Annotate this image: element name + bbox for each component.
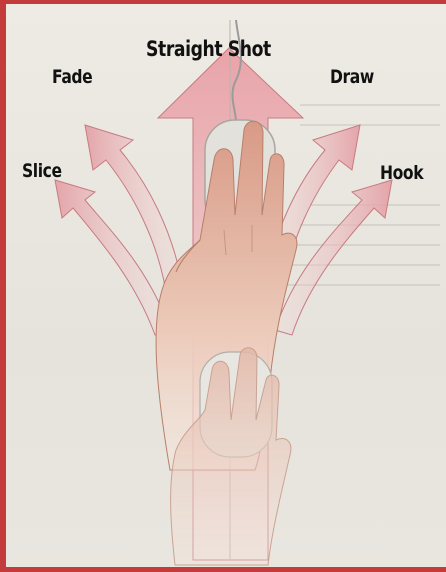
fade-label: Fade xyxy=(52,66,92,88)
hook-label: Hook xyxy=(380,162,423,184)
slice-label: Slice xyxy=(22,160,62,182)
draw-label: Draw xyxy=(330,66,374,88)
straight-shot-label: Straight Shot xyxy=(146,37,271,61)
